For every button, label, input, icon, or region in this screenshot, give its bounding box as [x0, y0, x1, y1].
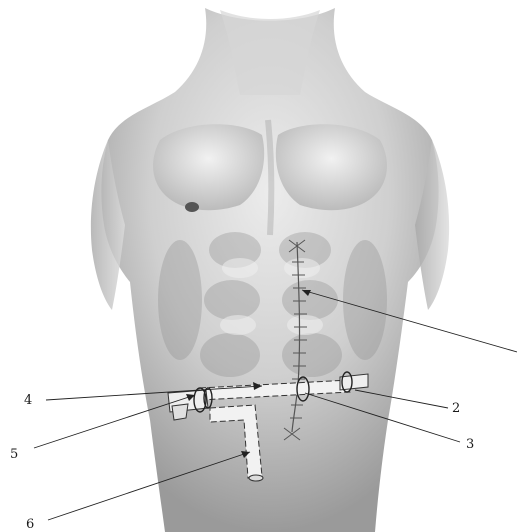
callout-3: 3 [466, 437, 474, 452]
right-pectoral [276, 124, 387, 210]
midline-shadow [268, 120, 271, 235]
callout-2: 2 [452, 401, 460, 416]
nipple [185, 202, 199, 212]
drain-tip [249, 475, 263, 481]
right-drain-exit [340, 374, 368, 390]
callout-6: 6 [26, 517, 34, 532]
callout-5: 5 [10, 447, 18, 462]
callout-4: 4 [24, 393, 32, 408]
left-pectoral [153, 124, 264, 210]
left-tube-stub [172, 404, 188, 420]
